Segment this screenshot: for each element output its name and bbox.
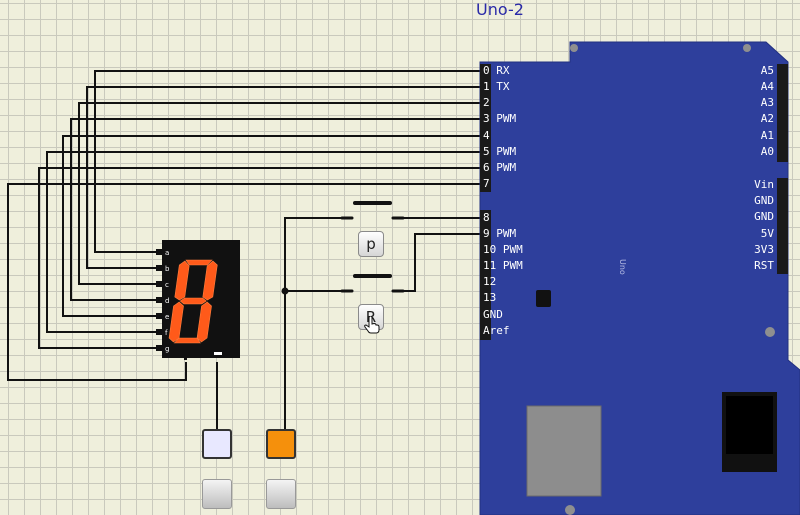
- pin-label-12: 12: [483, 275, 497, 288]
- junction-dot: [281, 287, 289, 295]
- segment-a: [185, 259, 213, 266]
- pin-label-10: 10 PWM: [483, 243, 523, 256]
- pin-label-4: 4: [483, 129, 490, 142]
- pin-label-13: 13: [483, 291, 497, 304]
- pin-label-gnd2: GND: [754, 210, 774, 223]
- pin-label-9: 9 PWM: [483, 227, 517, 240]
- wire-pin6: [38, 167, 485, 349]
- usb-port: [526, 405, 602, 497]
- pad-orange[interactable]: [266, 429, 296, 459]
- seven-segment-display[interactable]: [150, 240, 242, 365]
- arduino-board[interactable]: [470, 40, 800, 515]
- board-title: Uno-2: [476, 0, 524, 19]
- pin-label-0: 0 RX: [483, 64, 510, 77]
- pin-label-a4: A4: [760, 80, 774, 93]
- pin-label-2: 2: [483, 96, 490, 109]
- wire-pin4: [62, 135, 485, 317]
- digital-header-high: [480, 210, 491, 340]
- pin-label-a2: A2: [760, 112, 774, 125]
- pin-label-5: 5 PWM: [483, 145, 517, 158]
- button-p[interactable]: p: [358, 231, 384, 257]
- pin-label-a3: A3: [760, 96, 774, 109]
- wire-pin2: [78, 102, 485, 285]
- pin-label-vin: Vin: [754, 178, 774, 191]
- seg-label-b: b: [165, 265, 170, 273]
- wire-pin3: [70, 118, 485, 301]
- seg-label-c: c: [165, 281, 169, 289]
- seg-label-a: a: [165, 249, 170, 257]
- pin-label-11: 11 PWM: [483, 259, 523, 272]
- segment-d: [173, 337, 201, 344]
- pin-label-7: 7: [483, 177, 490, 190]
- pin-label-1: 1 TX: [483, 80, 510, 93]
- pad-orange-toggle[interactable]: [266, 479, 296, 509]
- analog-header: [777, 64, 788, 162]
- board-label: Uno: [618, 259, 627, 275]
- seg-label-e: e: [165, 313, 170, 321]
- chip: [536, 290, 551, 307]
- pin-label-rst: RST: [754, 259, 774, 272]
- hand-cursor-icon: [364, 316, 380, 334]
- pin-label-a1: A1: [760, 129, 774, 142]
- seg-label-d: d: [165, 297, 170, 305]
- pad-white-toggle[interactable]: [202, 479, 232, 509]
- wire-pin1: [86, 86, 485, 269]
- wire-common: [284, 217, 348, 430]
- wire-pin0: [94, 70, 485, 253]
- digital-header-low: [480, 64, 491, 192]
- power-header: [777, 178, 788, 274]
- pad-white[interactable]: [202, 429, 232, 459]
- wire-pin5: [46, 151, 485, 333]
- segment-g: [179, 297, 207, 305]
- segment-f: [174, 260, 190, 301]
- pin-label-a5: A5: [760, 64, 774, 77]
- segment-c: [196, 301, 212, 343]
- wire-pin9: [400, 233, 485, 292]
- pin-label-gnd1: GND: [754, 194, 774, 207]
- pin-label-8: 8: [483, 211, 490, 224]
- segment-b: [202, 260, 218, 301]
- pin-label-3v3: 3V3: [754, 243, 774, 256]
- pin-label-gnd: GND: [483, 308, 503, 321]
- pin-label-aref: Aref: [483, 324, 510, 337]
- seg-label-f: f: [165, 329, 168, 337]
- segment-e: [168, 301, 184, 343]
- pin-label-5v: 5V: [760, 227, 774, 240]
- seg-label-g: g: [165, 345, 170, 353]
- wire-pin7: [7, 183, 485, 381]
- pin-label-6: 6 PWM: [483, 161, 517, 174]
- pin-label-3: 3 PWM: [483, 112, 517, 125]
- pin-label-a0: A0: [760, 145, 774, 158]
